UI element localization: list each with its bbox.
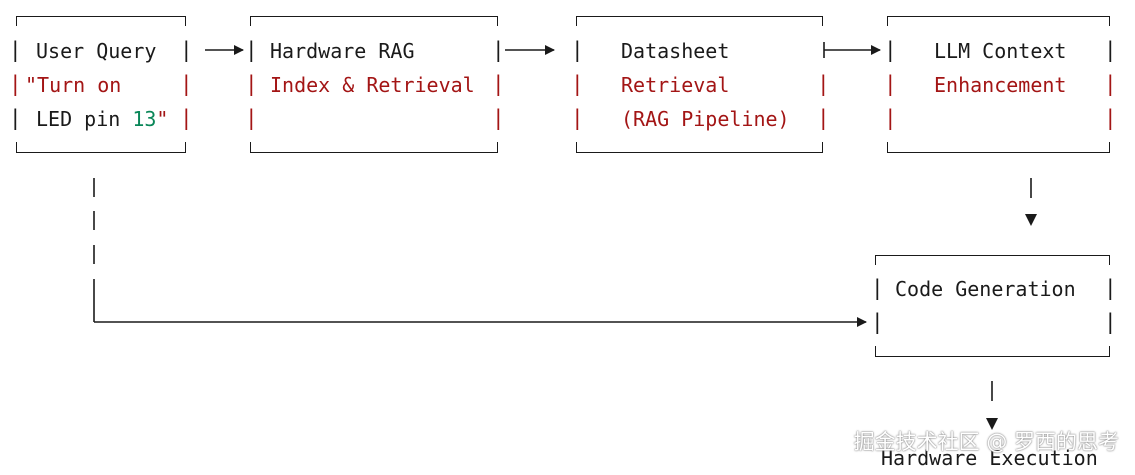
user-query-title: User Query	[36, 39, 157, 63]
user-query-string-end: "	[156, 107, 169, 131]
user-query-string-start: "Turn on	[25, 73, 122, 97]
user-query-led-text: LED pin	[36, 107, 133, 131]
hardware-execution-label: Hardware Execution	[881, 446, 1098, 470]
datasheet-subtitle: Retrieval	[621, 73, 730, 97]
code-generation-title: Code Generation	[895, 277, 1076, 301]
llm-context-subtitle: Enhancement	[934, 73, 1067, 97]
hardware-rag-subtitle: Index & Retrieval	[270, 73, 475, 97]
arrowhead-to-codegen	[1025, 214, 1037, 226]
user-query-line3: LED pin 13"	[36, 109, 168, 129]
arrowhead-to-execution	[986, 418, 998, 430]
hardware-rag-title: Hardware RAG	[270, 39, 415, 63]
watermark-text: 掘金技术社区 @ 罗西的思考	[853, 430, 1119, 454]
user-query-pin-number: 13	[132, 107, 157, 131]
datasheet-pipeline: (RAG Pipeline)	[621, 107, 790, 131]
llm-context-title: LLM Context	[934, 39, 1067, 63]
datasheet-title: Datasheet	[621, 39, 730, 63]
